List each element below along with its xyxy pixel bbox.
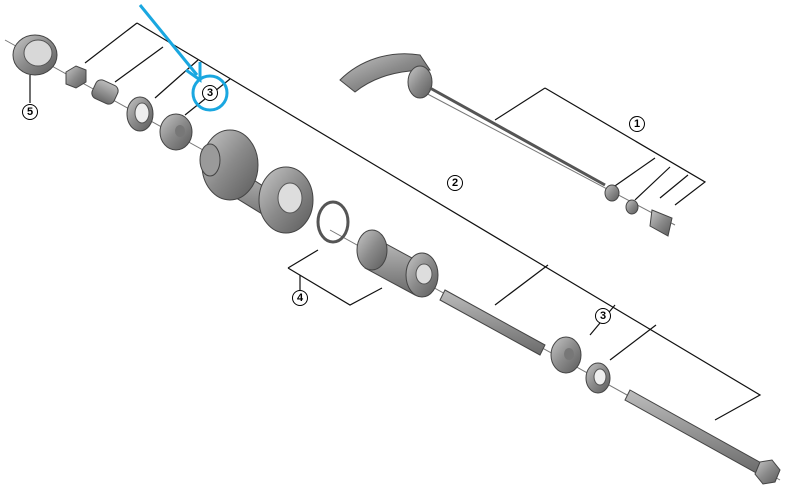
callout-3-upper[interactable]: 3 [202,85,218,101]
callout-2[interactable]: 2 [447,175,463,191]
axle-nut-part [754,459,781,485]
highlight-arrow [138,4,199,76]
o-ring-part [316,200,350,244]
callout-label: 1 [634,118,640,130]
washer-part [126,96,154,132]
cone-part-upper [159,113,193,151]
spacer-part [91,79,119,105]
quick-release-part [339,53,673,237]
hub-shell-part [199,129,314,234]
callout-label: 2 [452,177,458,189]
callout-label: 3 [600,310,606,322]
highlight-circle [191,74,229,112]
callout-label: 3 [207,87,213,99]
callout-1[interactable]: 1 [629,116,645,132]
callout-3-lower[interactable]: 3 [595,308,611,324]
axle-end-part [624,389,766,476]
callout-4[interactable]: 4 [292,290,308,306]
callout-label: 5 [27,106,33,118]
freehub-body-part [356,229,439,298]
lock-ring-part [12,34,58,76]
bracket-lines [29,22,762,421]
axle-part [439,289,546,356]
washer-part-lower [585,362,611,394]
cone-part-lower [550,336,582,374]
locknut-part [65,65,87,89]
callout-label: 4 [297,292,304,304]
callout-5[interactable]: 5 [22,104,38,120]
